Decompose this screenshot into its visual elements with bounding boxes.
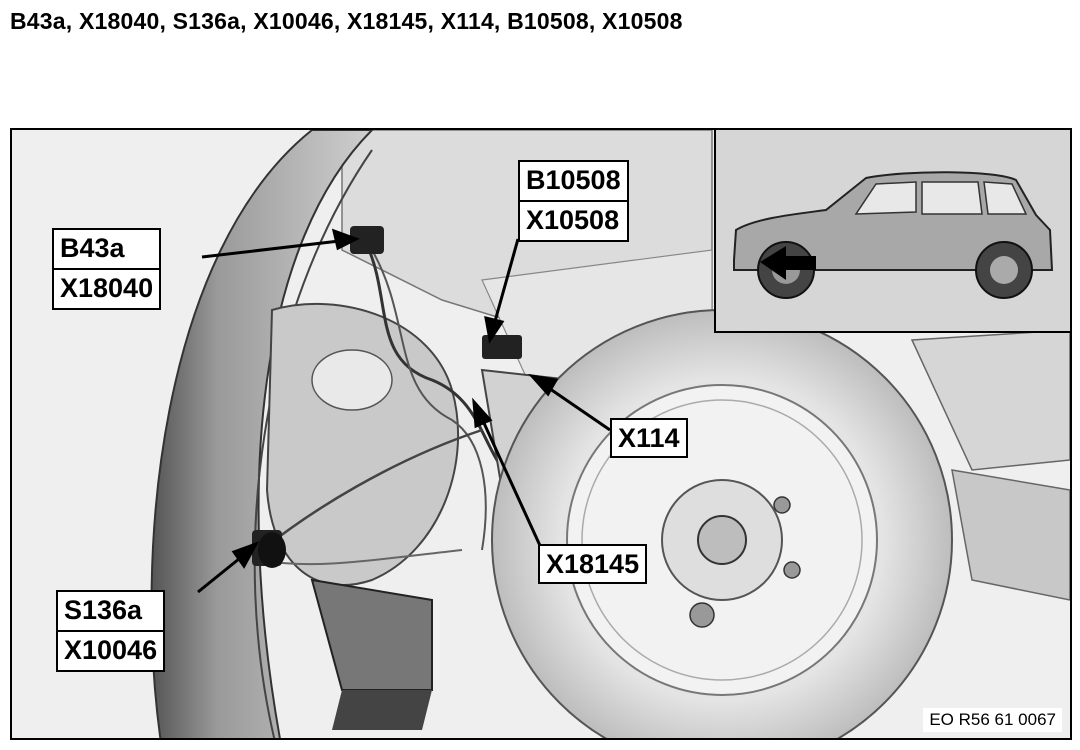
callout-x18040: X18040	[54, 268, 160, 308]
connector-b43a	[350, 226, 384, 254]
car-side-view-icon	[716, 130, 1070, 331]
wiring-harness	[365, 244, 514, 482]
callout-b10508-x10508: B10508 X10508	[518, 160, 629, 242]
callout-b10508: B10508	[526, 165, 621, 195]
callout-s136a: S136a	[64, 595, 143, 625]
connector-b10508	[482, 335, 522, 359]
vehicle-location-inset	[714, 130, 1070, 333]
location-arrow-icon	[760, 246, 816, 280]
callout-b43a-x18040: B43a X18040	[52, 228, 162, 310]
callout-x10046: X10046	[58, 630, 164, 670]
callout-x114: X114	[610, 418, 688, 458]
callout-s136a-x10046: S136a X10046	[56, 590, 166, 672]
page-title: B43a, X18040, S136a, X10046, X18145, X11…	[10, 8, 683, 34]
leader-arrows	[197, 228, 611, 594]
callout-x10508: X10508	[520, 200, 627, 240]
callout-b43a: B43a	[60, 233, 125, 263]
callout-x18145: X18145	[538, 544, 648, 584]
figure-code: EO R56 61 0067	[923, 708, 1062, 732]
diagram-figure: B43a X18040 B10508 X10508 X114 X18145 S1…	[10, 128, 1072, 740]
